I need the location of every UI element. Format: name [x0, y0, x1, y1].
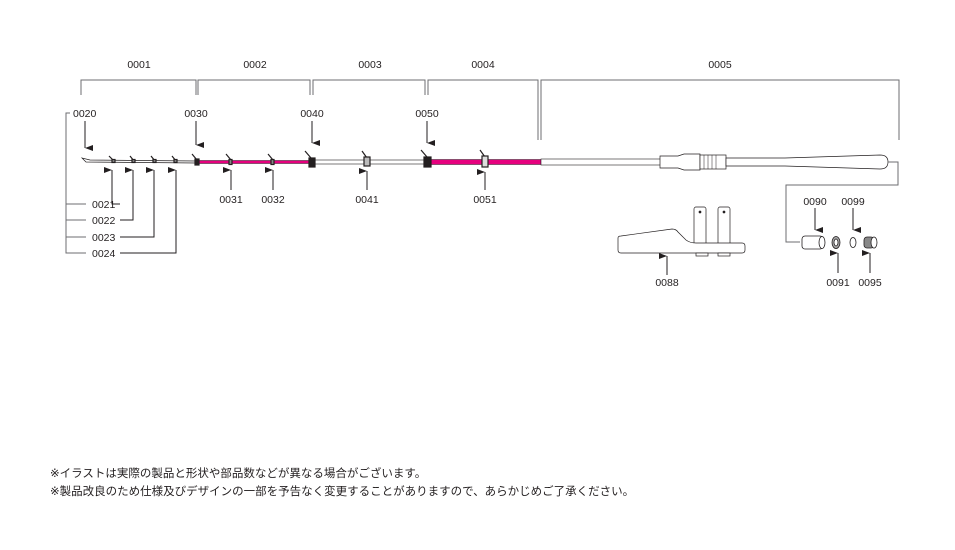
part-0022-label: 0022 [92, 215, 116, 227]
part-0041-label: 0041 [355, 194, 379, 206]
part-0051-label: 0051 [473, 194, 497, 206]
part-0095-label: 0095 [858, 277, 882, 289]
part-0040-label: 0040 [300, 108, 324, 120]
part-0023-label: 0023 [92, 232, 116, 244]
butt-parts-drawing [801, 235, 878, 250]
section-0005-label: 0005 [708, 59, 732, 71]
part-0050-label: 0050 [415, 108, 439, 120]
part-0030-label: 0030 [184, 108, 208, 120]
section-brackets [80, 79, 900, 140]
section-0003-label: 0003 [358, 59, 382, 71]
section-0001-label: 0001 [127, 59, 151, 71]
section-0002-label: 0002 [243, 59, 267, 71]
part-0020-label: 0020 [73, 108, 97, 120]
part-0099-label: 0099 [841, 196, 865, 208]
part-0091-label: 0091 [826, 277, 850, 289]
part-0088-label: 0088 [655, 277, 679, 289]
note-illustration: ※イラストは実際の製品と形状や部品数などが異なる場合がございます。 [50, 466, 427, 480]
part-0090-label: 0090 [803, 196, 827, 208]
part-0032-label: 0032 [261, 194, 285, 206]
section-0004-label: 0004 [471, 59, 495, 71]
rod-stand-drawing [617, 206, 746, 257]
note-spec-change: ※製品改良のため仕様及びデザインの一部を予告なく変更することがありますので、あら… [50, 484, 635, 498]
part-0024-label: 0024 [92, 248, 116, 260]
part-0021-label: 0021 [92, 199, 116, 211]
disclaimer-notes: ※イラストは実際の製品と形状や部品数などが異なる場合がございます。 ※製品改良の… [50, 464, 634, 500]
part-0031-label: 0031 [219, 194, 243, 206]
rod-drawing [80, 149, 889, 171]
